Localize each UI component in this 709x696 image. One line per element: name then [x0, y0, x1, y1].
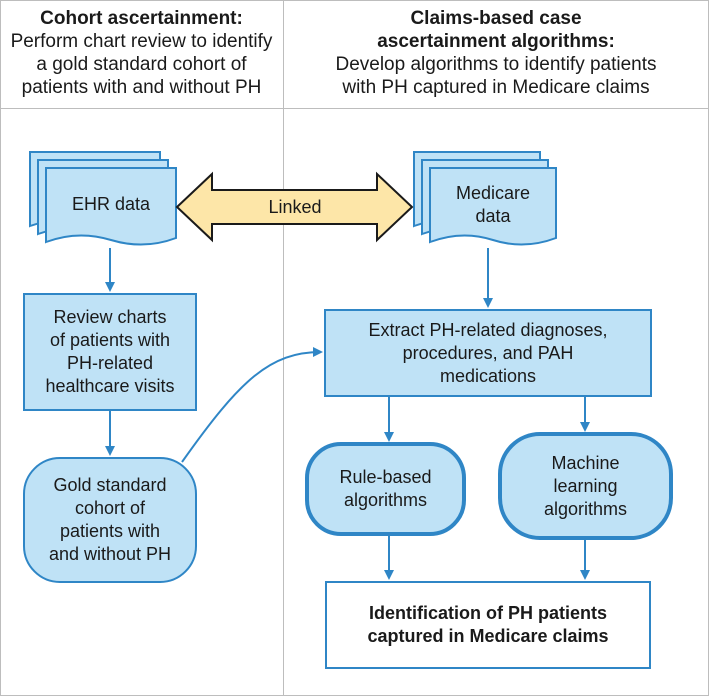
- linked-double-arrow: [175, 171, 414, 243]
- medicare-data-document: [413, 151, 557, 246]
- review-charts-box: [23, 293, 197, 411]
- header-right-title: ascertainment algorithms:: [377, 31, 615, 52]
- header-left-line: Perform chart review to identify: [10, 31, 273, 52]
- linked-label: Linked: [268, 196, 322, 217]
- identification-label: Identification of PH patients captured i…: [367, 603, 609, 646]
- header-claims-algorithms: Claims-based case ascertainment algorith…: [284, 0, 708, 109]
- gold-standard-label: Gold standard cohort of patients with an…: [48, 475, 172, 564]
- column-divider: [283, 0, 284, 696]
- header-left-line: patients with and without PH: [21, 77, 262, 98]
- medicare-data-label: Medicare data: [455, 183, 531, 226]
- identification-box: [325, 581, 651, 669]
- ehr-data-label: EHR data: [71, 193, 151, 214]
- rule-based-box: [305, 442, 466, 536]
- header-right-line: Develop algorithms to identify patients: [335, 54, 657, 75]
- header-right-line: with PH captured in Medicare claims: [342, 77, 650, 98]
- rule-based-label: Rule-based algorithms: [339, 467, 432, 510]
- arrow-gold-to-extract: [181, 347, 323, 463]
- review-charts-label: Review charts of patients with PH-relate…: [45, 307, 175, 396]
- header-left-title: Cohort ascertainment:: [40, 8, 243, 29]
- extract-box: [324, 309, 652, 397]
- ehr-data-document: [29, 151, 177, 246]
- extract-label: Extract PH-related diagnoses, procedures…: [368, 319, 608, 386]
- gold-standard-box: [23, 457, 197, 583]
- header-left-line: a gold standard cohort of: [36, 54, 247, 75]
- machine-learning-label: Machine learning algorithms: [543, 452, 628, 519]
- header-cohort-ascertainment: Cohort ascertainment: Perform chart revi…: [0, 0, 283, 109]
- header-right-title: Claims-based case: [410, 8, 582, 29]
